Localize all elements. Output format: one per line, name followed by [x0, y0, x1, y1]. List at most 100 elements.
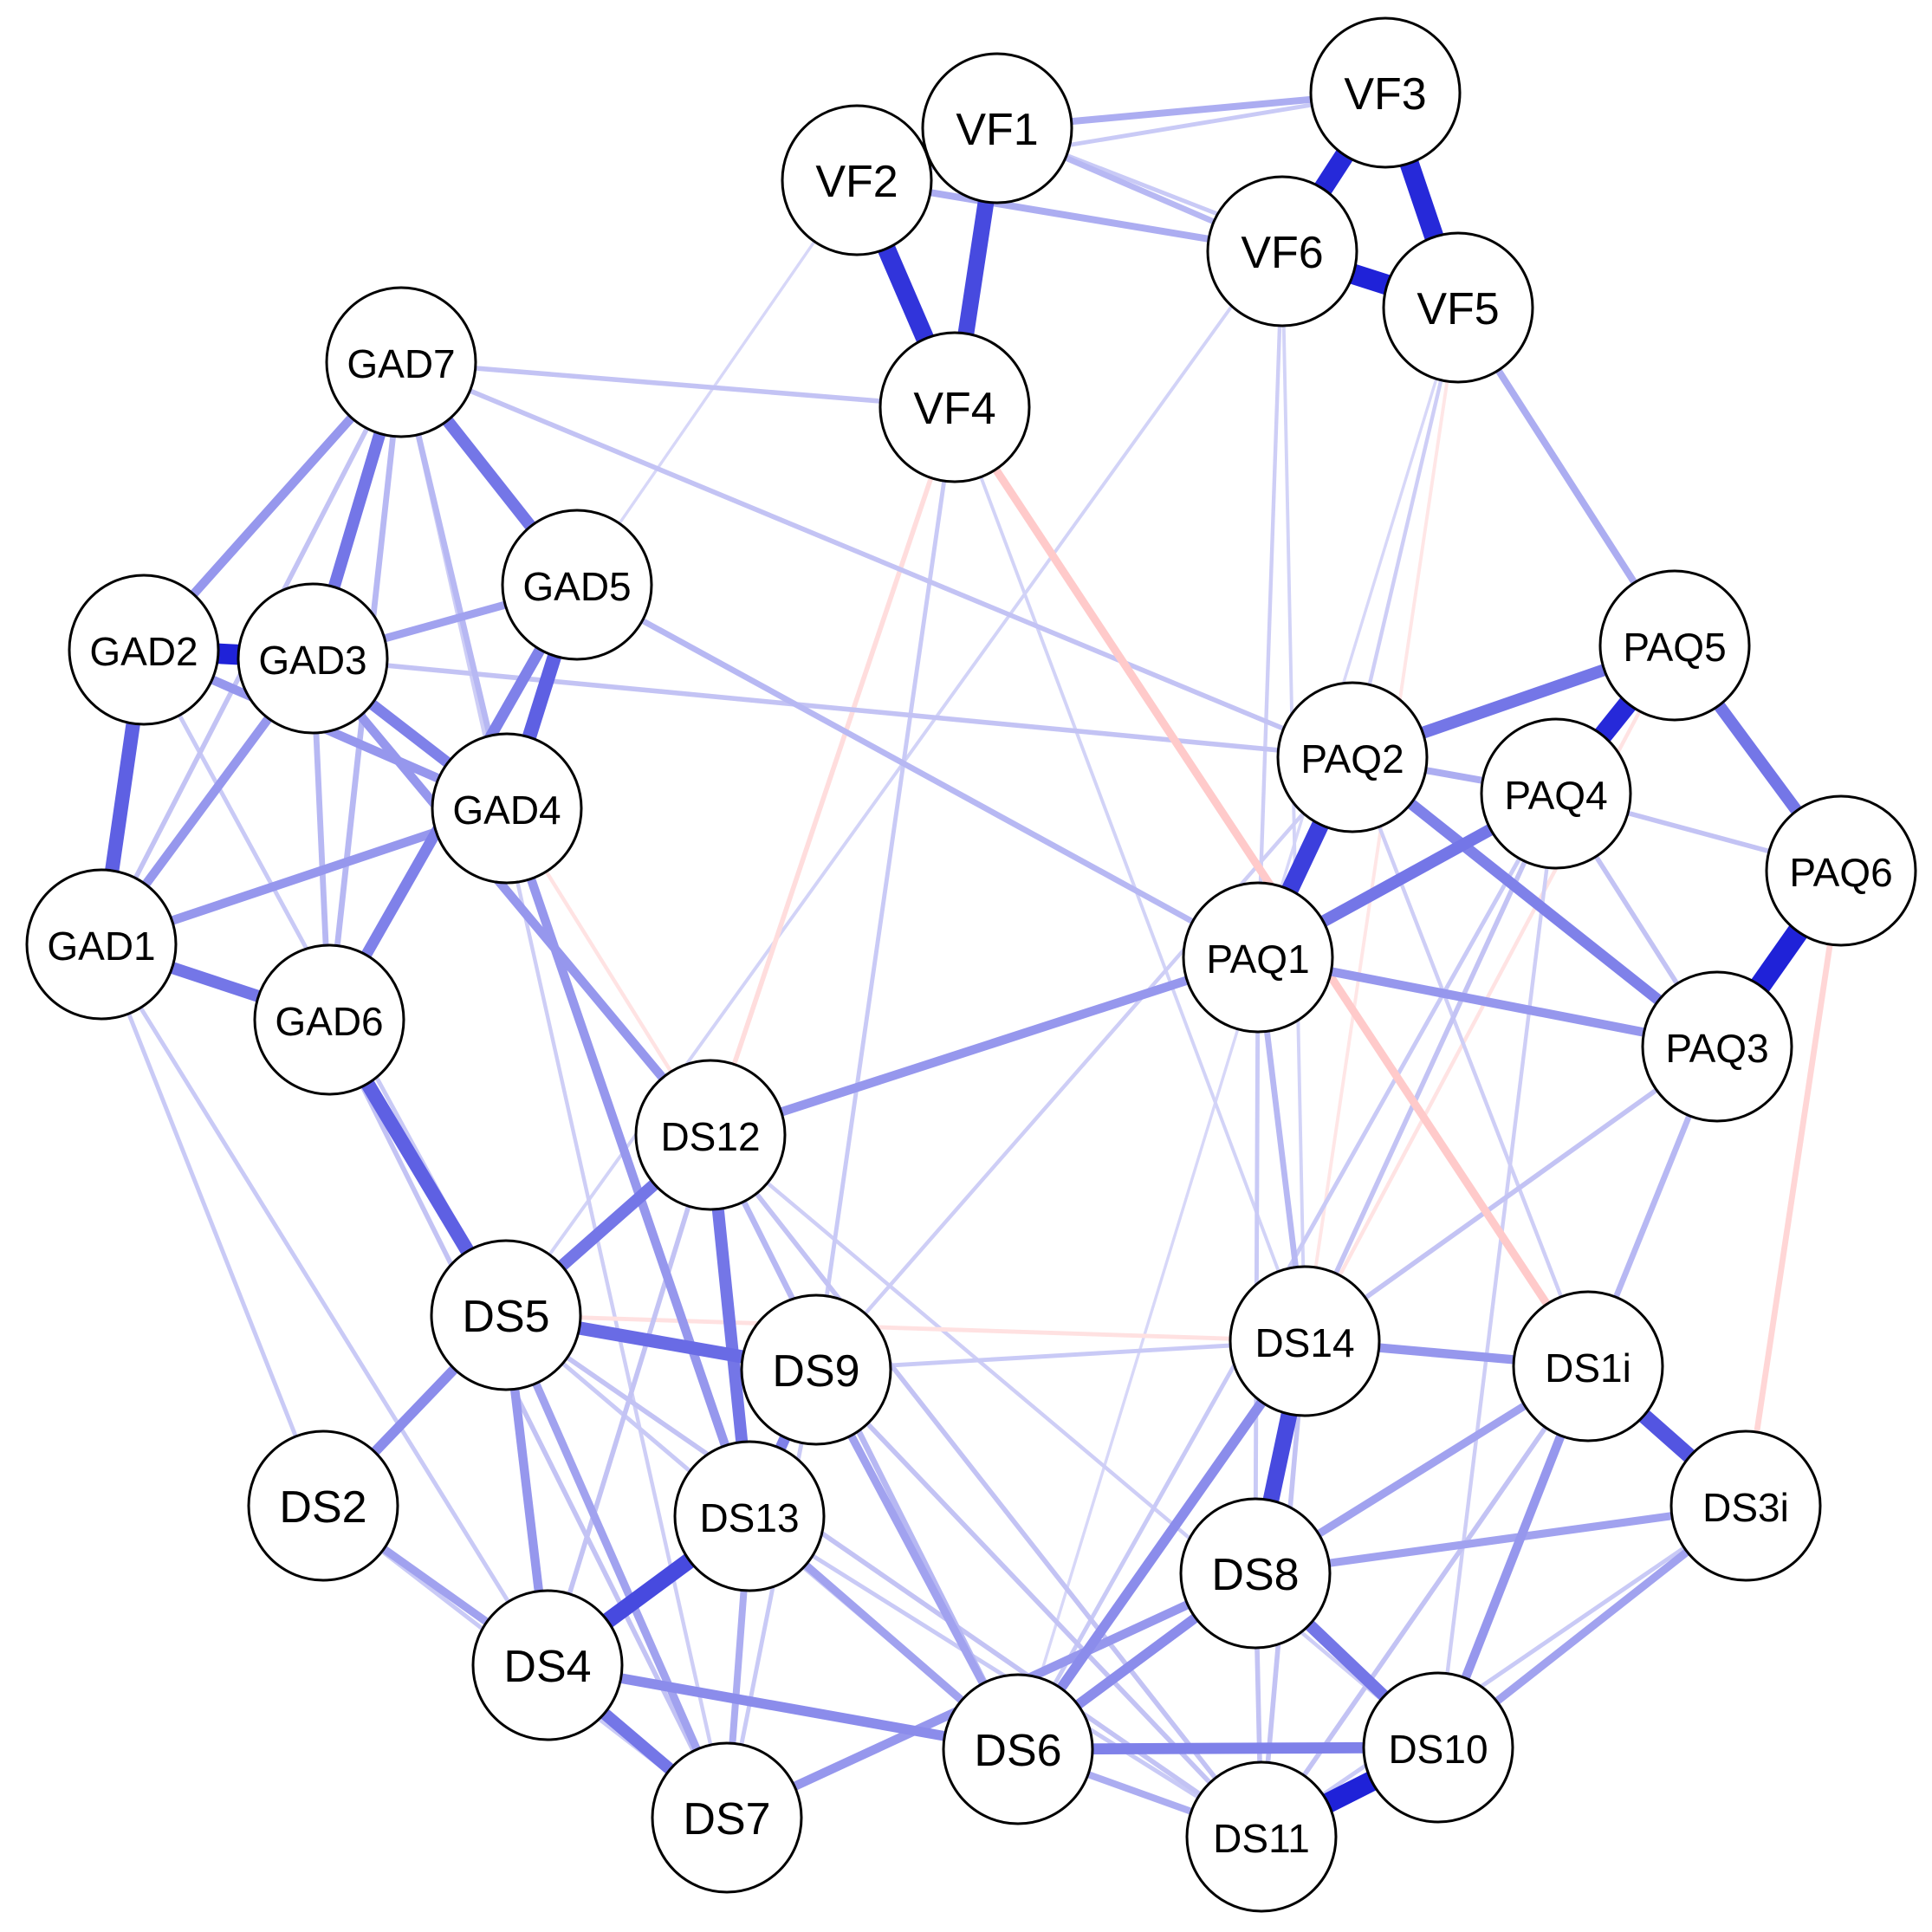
node-circle — [781, 104, 933, 256]
edge-paq2-paq3 — [1349, 752, 1721, 1052]
edge-gad1-ds4 — [99, 943, 550, 1667]
node-circle — [501, 509, 653, 661]
node-ds4: DS4 — [471, 1589, 624, 1741]
node-circle — [1480, 717, 1632, 870]
node-label: DS11 — [1213, 1816, 1310, 1861]
node-ds3i: DS3i — [1669, 1430, 1822, 1582]
node-paq6: PAQ6 — [1765, 794, 1917, 947]
edge-vf6-paq1 — [1255, 250, 1285, 958]
edge-ds1i-ds11 — [1259, 1365, 1591, 1838]
node-circle — [1512, 1290, 1664, 1443]
node-label: PAQ4 — [1504, 773, 1607, 818]
node-label: GAD3 — [258, 638, 366, 683]
node-ds7: DS7 — [651, 1741, 803, 1894]
edge-ds12-ds4 — [545, 1134, 713, 1666]
node-label: VF6 — [1241, 228, 1323, 278]
node-gad2: GAD2 — [68, 574, 220, 726]
node-circle — [25, 868, 178, 1021]
node-paq5: PAQ5 — [1598, 569, 1751, 722]
node-label: PAQ2 — [1300, 736, 1404, 781]
node-circle — [1598, 569, 1751, 722]
node-circle — [430, 1239, 582, 1391]
node-ds2: DS2 — [247, 1430, 399, 1582]
node-circle — [1185, 1760, 1338, 1913]
node-circle — [1309, 16, 1462, 169]
node-circle — [247, 1430, 399, 1582]
node-circle — [237, 582, 389, 735]
node-label: VF1 — [956, 105, 1038, 155]
node-circle — [68, 574, 220, 726]
node-label: VF5 — [1417, 284, 1499, 334]
edge-gad3-paq2 — [312, 656, 1353, 760]
node-circle — [921, 52, 1073, 204]
node-vf5: VF5 — [1382, 231, 1534, 384]
edge-ds3i-ds11 — [1260, 1503, 1747, 1839]
node-vf3: VF3 — [1309, 16, 1462, 169]
node-label: DS12 — [660, 1114, 760, 1159]
node-circle — [1362, 1671, 1514, 1824]
node-ds9: DS9 — [740, 1293, 892, 1446]
node-label: DS13 — [699, 1495, 799, 1540]
node-vf6: VF6 — [1206, 175, 1358, 327]
node-circle — [1765, 794, 1917, 947]
node-gad3: GAD3 — [237, 582, 389, 735]
node-label: DS2 — [279, 1482, 366, 1533]
node-circle — [878, 331, 1031, 483]
node-ds14: DS14 — [1229, 1265, 1381, 1417]
edge-vf4-ds9 — [814, 406, 957, 1371]
node-gad5: GAD5 — [501, 509, 653, 661]
edge-paq2-ds9 — [814, 755, 1354, 1371]
node-label: GAD1 — [47, 924, 155, 969]
node-label: DS5 — [462, 1292, 549, 1342]
node-vf4: VF4 — [878, 331, 1031, 483]
edge-vf4-ds14 — [953, 406, 1306, 1342]
edge-paq1-ds12 — [709, 953, 1260, 1139]
node-label: DS10 — [1388, 1727, 1488, 1772]
edge-ds4-ds6 — [546, 1660, 1020, 1754]
node-ds13: DS13 — [673, 1440, 826, 1592]
edge-gad1-ds2 — [99, 943, 326, 1507]
node-label: VF4 — [913, 384, 995, 434]
edge-ds5-ds14 — [505, 1313, 1306, 1344]
node-label: PAQ5 — [1623, 625, 1726, 670]
edge-paq2-ds1i — [1350, 756, 1591, 1367]
node-circle — [1641, 970, 1793, 1123]
node-label: PAQ3 — [1665, 1026, 1768, 1071]
node-label: DS3i — [1702, 1485, 1789, 1530]
node-circle — [325, 286, 477, 438]
edge-ds9-ds11 — [814, 1368, 1264, 1838]
node-circle — [651, 1741, 803, 1894]
node-circle — [1182, 881, 1334, 1034]
node-label: DS4 — [503, 1642, 591, 1692]
edge-paq4-ds10 — [1436, 793, 1559, 1748]
node-circle — [740, 1293, 892, 1446]
node-ds10: DS10 — [1362, 1671, 1514, 1824]
node-circle — [634, 1059, 787, 1211]
node-label: DS8 — [1211, 1550, 1299, 1600]
node-paq3: PAQ3 — [1641, 970, 1793, 1123]
node-circle — [1179, 1497, 1332, 1650]
edge-gad3-ds12 — [309, 655, 714, 1138]
node-gad4: GAD4 — [431, 732, 583, 885]
node-ds5: DS5 — [430, 1239, 582, 1391]
node-circle — [253, 943, 405, 1096]
node-vf2: VF2 — [781, 104, 933, 256]
edge-vf5-paq2 — [1350, 307, 1461, 758]
node-label: GAD6 — [275, 999, 383, 1044]
edge-ds9-ds7 — [724, 1369, 819, 1819]
edge-ds12-ds11 — [708, 1133, 1264, 1838]
node-label: VF2 — [815, 157, 898, 207]
node-paq2: PAQ2 — [1276, 681, 1429, 833]
node-ds1i: DS1i — [1512, 1290, 1664, 1443]
edge-paq6-ds3i — [1742, 870, 1844, 1507]
node-label: GAD4 — [452, 788, 561, 833]
edge-vf4-gad7 — [400, 360, 956, 410]
edge-ds3i-ds8 — [1255, 1501, 1747, 1578]
node-circle — [1382, 231, 1534, 384]
edge-paq1-ds8 — [1253, 956, 1261, 1574]
node-circle — [1276, 681, 1429, 833]
edge-ds14-ds9 — [815, 1339, 1306, 1372]
node-ds8: DS8 — [1179, 1497, 1332, 1650]
edge-ds12-ds10 — [709, 1133, 1440, 1749]
